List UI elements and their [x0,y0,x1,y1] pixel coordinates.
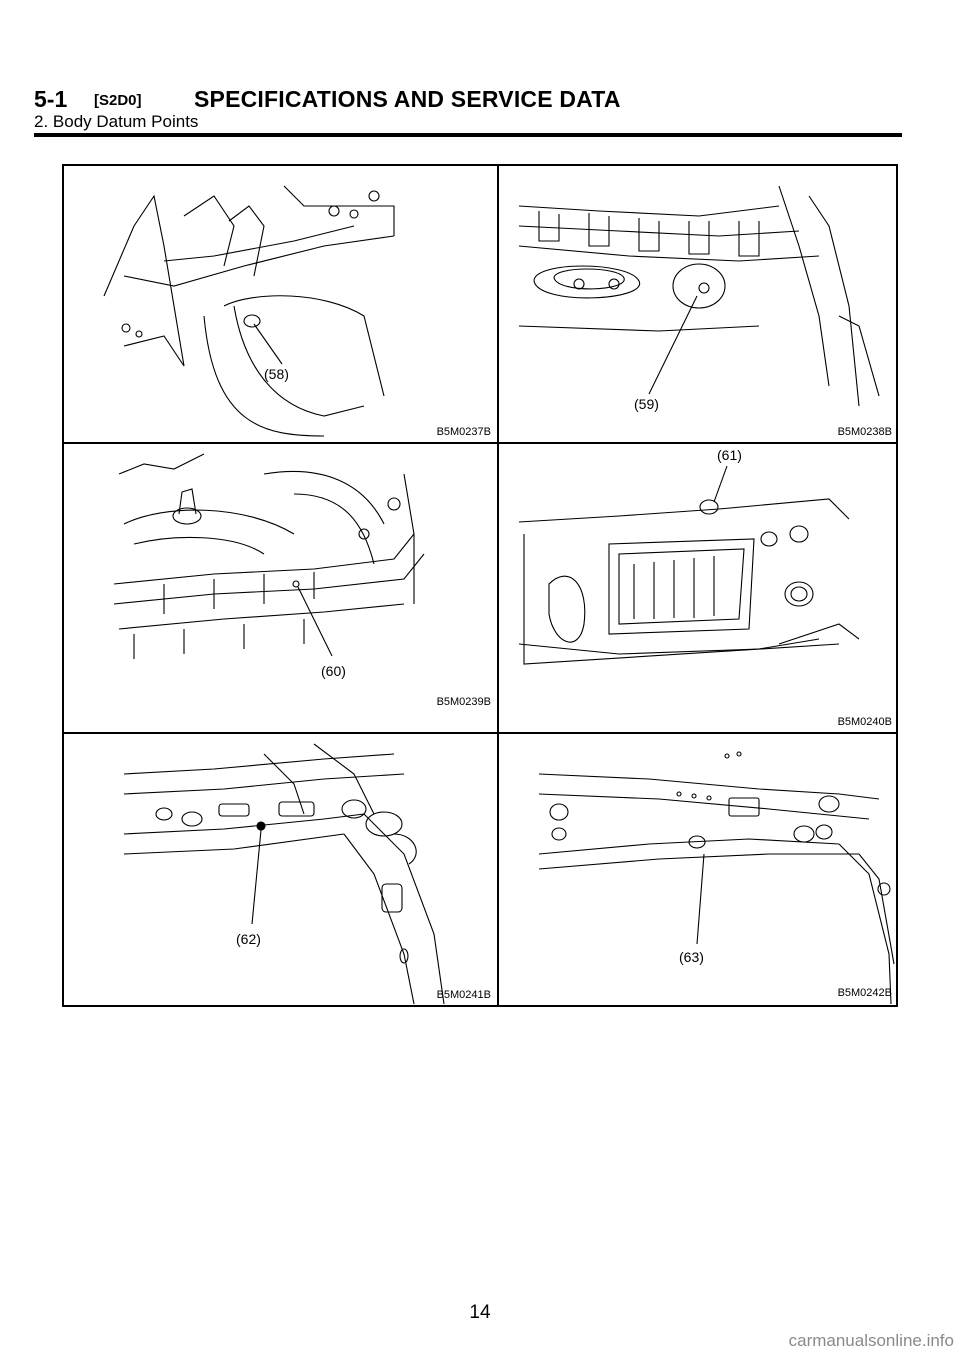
figure-code-59: B5M0238B [837,426,892,438]
drawing-59: (59) [518,185,880,412]
callout-61: (61) [717,447,742,463]
watermark: carmanualsonline.info [788,1331,954,1350]
section-code: [S2D0] [94,92,142,109]
figure-code-61: B5M0240B [837,716,892,728]
page-number: 14 [469,1302,491,1323]
figure-60: (60) B5M0239B [64,444,497,732]
figure-code-62: B5M0241B [436,989,491,1001]
header-rule [34,133,902,137]
page-subtitle: 2. Body Datum Points [34,112,199,131]
drawing-63: (63) [538,751,895,1005]
drawing-62: (62) [123,743,445,1005]
figure-61: (61) B5M0240B [499,444,898,732]
grid-divider-row2 [64,732,896,734]
grid-divider-vertical [497,166,499,1005]
drawing-61: (61) [518,447,860,665]
drawing-60: (60) [113,453,425,679]
figure-code-58: B5M0237B [436,426,491,438]
figure-59: (59) B5M0238B [499,166,898,442]
page-title: SPECIFICATIONS AND SERVICE DATA [194,86,621,112]
figure-58: (58) B5M0237B [64,166,497,442]
callout-62: (62) [236,931,261,947]
section-number: 5-1 [34,86,68,112]
callout-58: (58) [264,366,289,382]
figure-62: (62) B5M0241B [64,734,497,1005]
drawing-58: (58) [103,185,395,437]
figure-code-63: B5M0242B [837,987,892,999]
figure-grid: (58) B5M0237B (59) B5M0238B [62,164,898,1007]
figure-63: (63) B5M0242B [499,734,898,1005]
figure-code-60: B5M0239B [436,696,491,708]
grid-divider-row1 [64,442,896,444]
callout-59: (59) [634,396,659,412]
callout-63: (63) [679,949,704,965]
callout-60: (60) [321,663,346,679]
